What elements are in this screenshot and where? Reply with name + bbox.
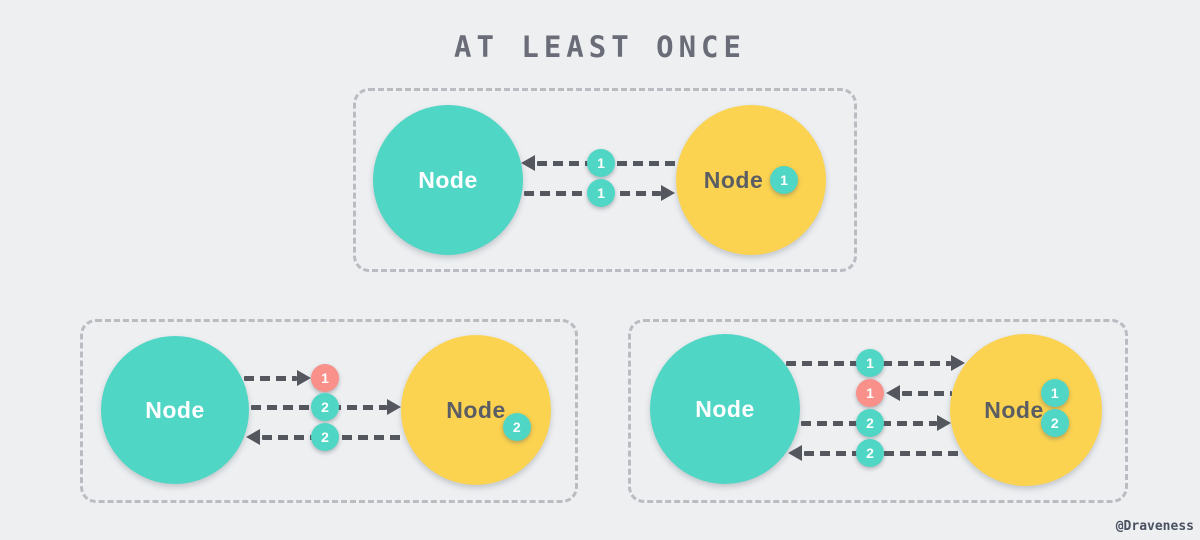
arrowhead-right-icon: [937, 415, 951, 431]
receiver-node: Node 1 2: [950, 334, 1102, 486]
node-label: Node: [695, 395, 755, 422]
arrowhead-left-icon: [246, 429, 260, 445]
received-badge: 2: [1041, 409, 1069, 437]
message-badge-lost: 1: [856, 379, 884, 407]
arrowhead-right-icon: [387, 399, 401, 415]
receiver-node: Node 2: [401, 335, 551, 485]
receiver-node: Node 1: [676, 105, 826, 255]
arrowhead-right-icon: [297, 370, 311, 386]
arrowhead-left-icon: [886, 385, 900, 401]
node-label: Node: [446, 396, 506, 423]
node-label: Node: [145, 396, 205, 423]
panel-message-lost: [80, 319, 578, 503]
sender-node: Node: [650, 334, 800, 484]
sender-node: Node: [101, 336, 249, 484]
received-badge: 1: [770, 166, 799, 194]
node-label: Node: [984, 396, 1044, 423]
panel-first-exchange: [353, 88, 857, 272]
message-badge-lost: 1: [311, 364, 339, 392]
message-badge: 1: [587, 179, 615, 207]
node-label: Node: [418, 166, 478, 193]
arrowhead-right-icon: [951, 355, 965, 371]
node-label: Node: [703, 166, 764, 193]
message-badge: 2: [311, 423, 339, 451]
arrowhead-right-icon: [661, 185, 675, 201]
message-badge: 2: [856, 439, 884, 467]
diagram-title: AT LEAST ONCE: [454, 30, 746, 64]
message-badge: 1: [856, 349, 884, 377]
watermark: @Draveness: [1115, 519, 1194, 534]
arrowhead-left-icon: [788, 445, 802, 461]
message-badge: 1: [587, 149, 615, 177]
received-badge: 2: [503, 413, 531, 441]
arrow-line: [244, 376, 297, 381]
panel-ack-lost: [628, 319, 1128, 503]
sender-node: Node: [373, 105, 523, 255]
arrowhead-left-icon: [521, 155, 535, 171]
arrow-line: [902, 391, 952, 396]
message-badge: 2: [311, 393, 339, 421]
received-badge: 1: [1041, 379, 1069, 407]
message-badge: 2: [856, 409, 884, 437]
